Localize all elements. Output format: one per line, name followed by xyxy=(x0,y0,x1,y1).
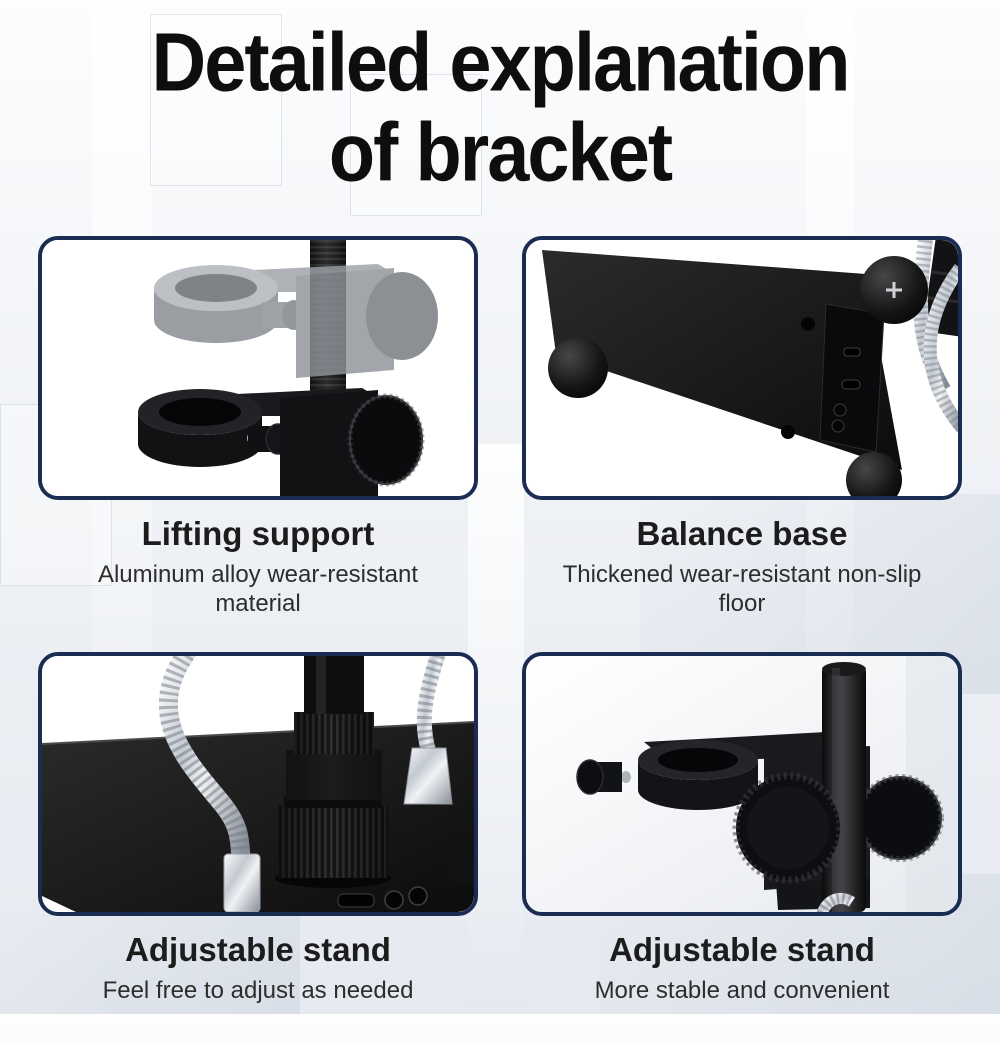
adjustment-knob xyxy=(858,776,942,860)
gooseneck-ferrule xyxy=(223,853,261,912)
photo-frame xyxy=(522,236,962,500)
page-title: Detailed explanation of bracket xyxy=(0,14,1000,198)
page-title-line1: Detailed explanation xyxy=(151,15,851,109)
adjustable-stand-bracket-pole-photo xyxy=(526,656,958,912)
vertical-pole xyxy=(822,662,866,912)
feature-title: Adjustable stand xyxy=(609,931,875,968)
side-knob xyxy=(576,759,604,795)
solid-clamp xyxy=(138,388,425,496)
usb-port xyxy=(841,379,861,390)
feature-card-balance-base: Balance base Thickened wear-resistant no… xyxy=(522,236,962,628)
feature-title: Adjustable stand xyxy=(125,931,391,968)
feature-caption: Adjustable stand Feel free to adjust as … xyxy=(38,916,478,1044)
photo-frame xyxy=(38,236,478,500)
port-box xyxy=(819,303,885,453)
feature-subtitle: Thickened wear-resistant non-slip floor xyxy=(562,561,922,617)
balance-base-underside-photo xyxy=(526,240,958,496)
feature-subtitle: Aluminum alloy wear-resistant material xyxy=(97,561,419,617)
feature-title: Lifting support xyxy=(141,515,375,552)
feature-grid: Lifting support Aluminum alloy wear-resi… xyxy=(38,236,962,1044)
feature-title: Balance base xyxy=(636,515,848,552)
adjustable-stand-base-goosenecks-photo xyxy=(42,656,474,912)
feature-caption: Lifting support Aluminum alloy wear-resi… xyxy=(38,500,478,628)
ghost-clamp xyxy=(154,264,438,378)
gooseneck-ferrule xyxy=(403,747,453,805)
usb-port xyxy=(337,893,375,908)
feature-card-lifting-support: Lifting support Aluminum alloy wear-resi… xyxy=(38,236,478,628)
lifting-support-clamp-photo xyxy=(42,240,474,496)
focus-column xyxy=(275,656,391,888)
rubber-foot xyxy=(846,452,902,496)
photo-frame xyxy=(38,652,478,916)
page-title-line2: of bracket xyxy=(328,105,673,199)
feature-card-adjustable-stand-base: Adjustable stand Feel free to adjust as … xyxy=(38,652,478,1044)
feature-card-adjustable-stand-bracket: Adjustable stand More stable and conveni… xyxy=(522,652,962,1044)
feature-subtitle: Feel free to adjust as needed xyxy=(102,977,414,1004)
feature-subtitle: More stable and convenient xyxy=(594,977,890,1004)
rubber-foot xyxy=(548,338,608,398)
feature-caption: Balance base Thickened wear-resistant no… xyxy=(522,500,962,628)
photo-frame xyxy=(522,652,962,916)
gooseneck-tube xyxy=(416,656,446,755)
usb-port xyxy=(843,347,861,357)
feature-caption: Adjustable stand More stable and conveni… xyxy=(522,916,962,1044)
jack-port xyxy=(384,890,404,910)
jack-port xyxy=(408,886,428,906)
